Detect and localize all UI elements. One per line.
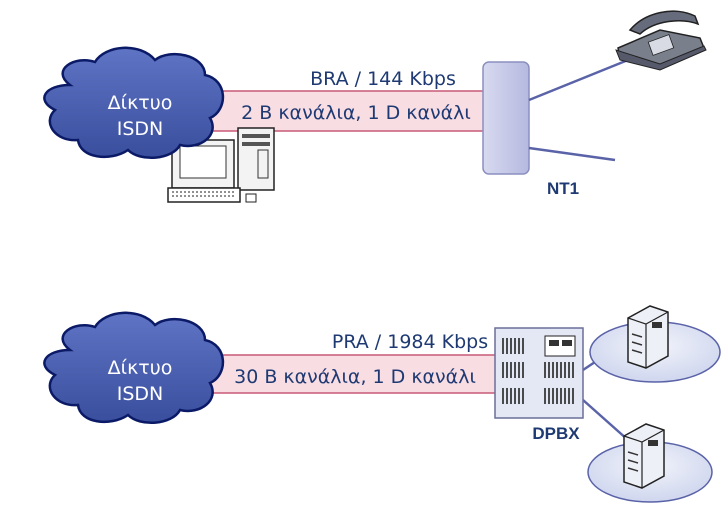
server-icon [589, 305, 721, 383]
bra-cloud-label-line1: Δίκτυο [108, 92, 173, 114]
nt1-device-icon [482, 58, 629, 175]
pra-cloud-label-line2: ISDN [117, 383, 164, 405]
pra-section: Δίκτυο ISDN PRA / 1984 Kbps 30 B κανάλια… [43, 305, 721, 503]
server-icon [587, 423, 713, 503]
pra-cloud-label-line1: Δίκτυο [108, 357, 173, 379]
nt1-label: NT1 [547, 179, 579, 198]
telephone-icon [615, 10, 707, 71]
computer-icon [167, 127, 275, 203]
bra-cloud-label-line2: ISDN [117, 118, 164, 140]
pra-isdn-cloud-icon [43, 311, 225, 425]
bra-section: Δίκτυο ISDN BRA / 144 Kbps 2 B κανάλια, … [43, 10, 707, 203]
pra-channel-label: 30 B κανάλια, 1 D κανάλι [234, 366, 476, 388]
dpbx-label: DPBX [532, 424, 580, 443]
bra-rate-label: BRA / 144 Kbps [310, 68, 456, 90]
bra-link [205, 90, 485, 132]
dpbx-device-icon [494, 327, 584, 419]
bra-isdn-cloud-icon [43, 46, 225, 160]
bra-channel-label: 2 B κανάλια, 1 D κανάλι [241, 102, 471, 124]
pra-link [205, 354, 495, 394]
pra-rate-label: PRA / 1984 Kbps [332, 331, 488, 353]
